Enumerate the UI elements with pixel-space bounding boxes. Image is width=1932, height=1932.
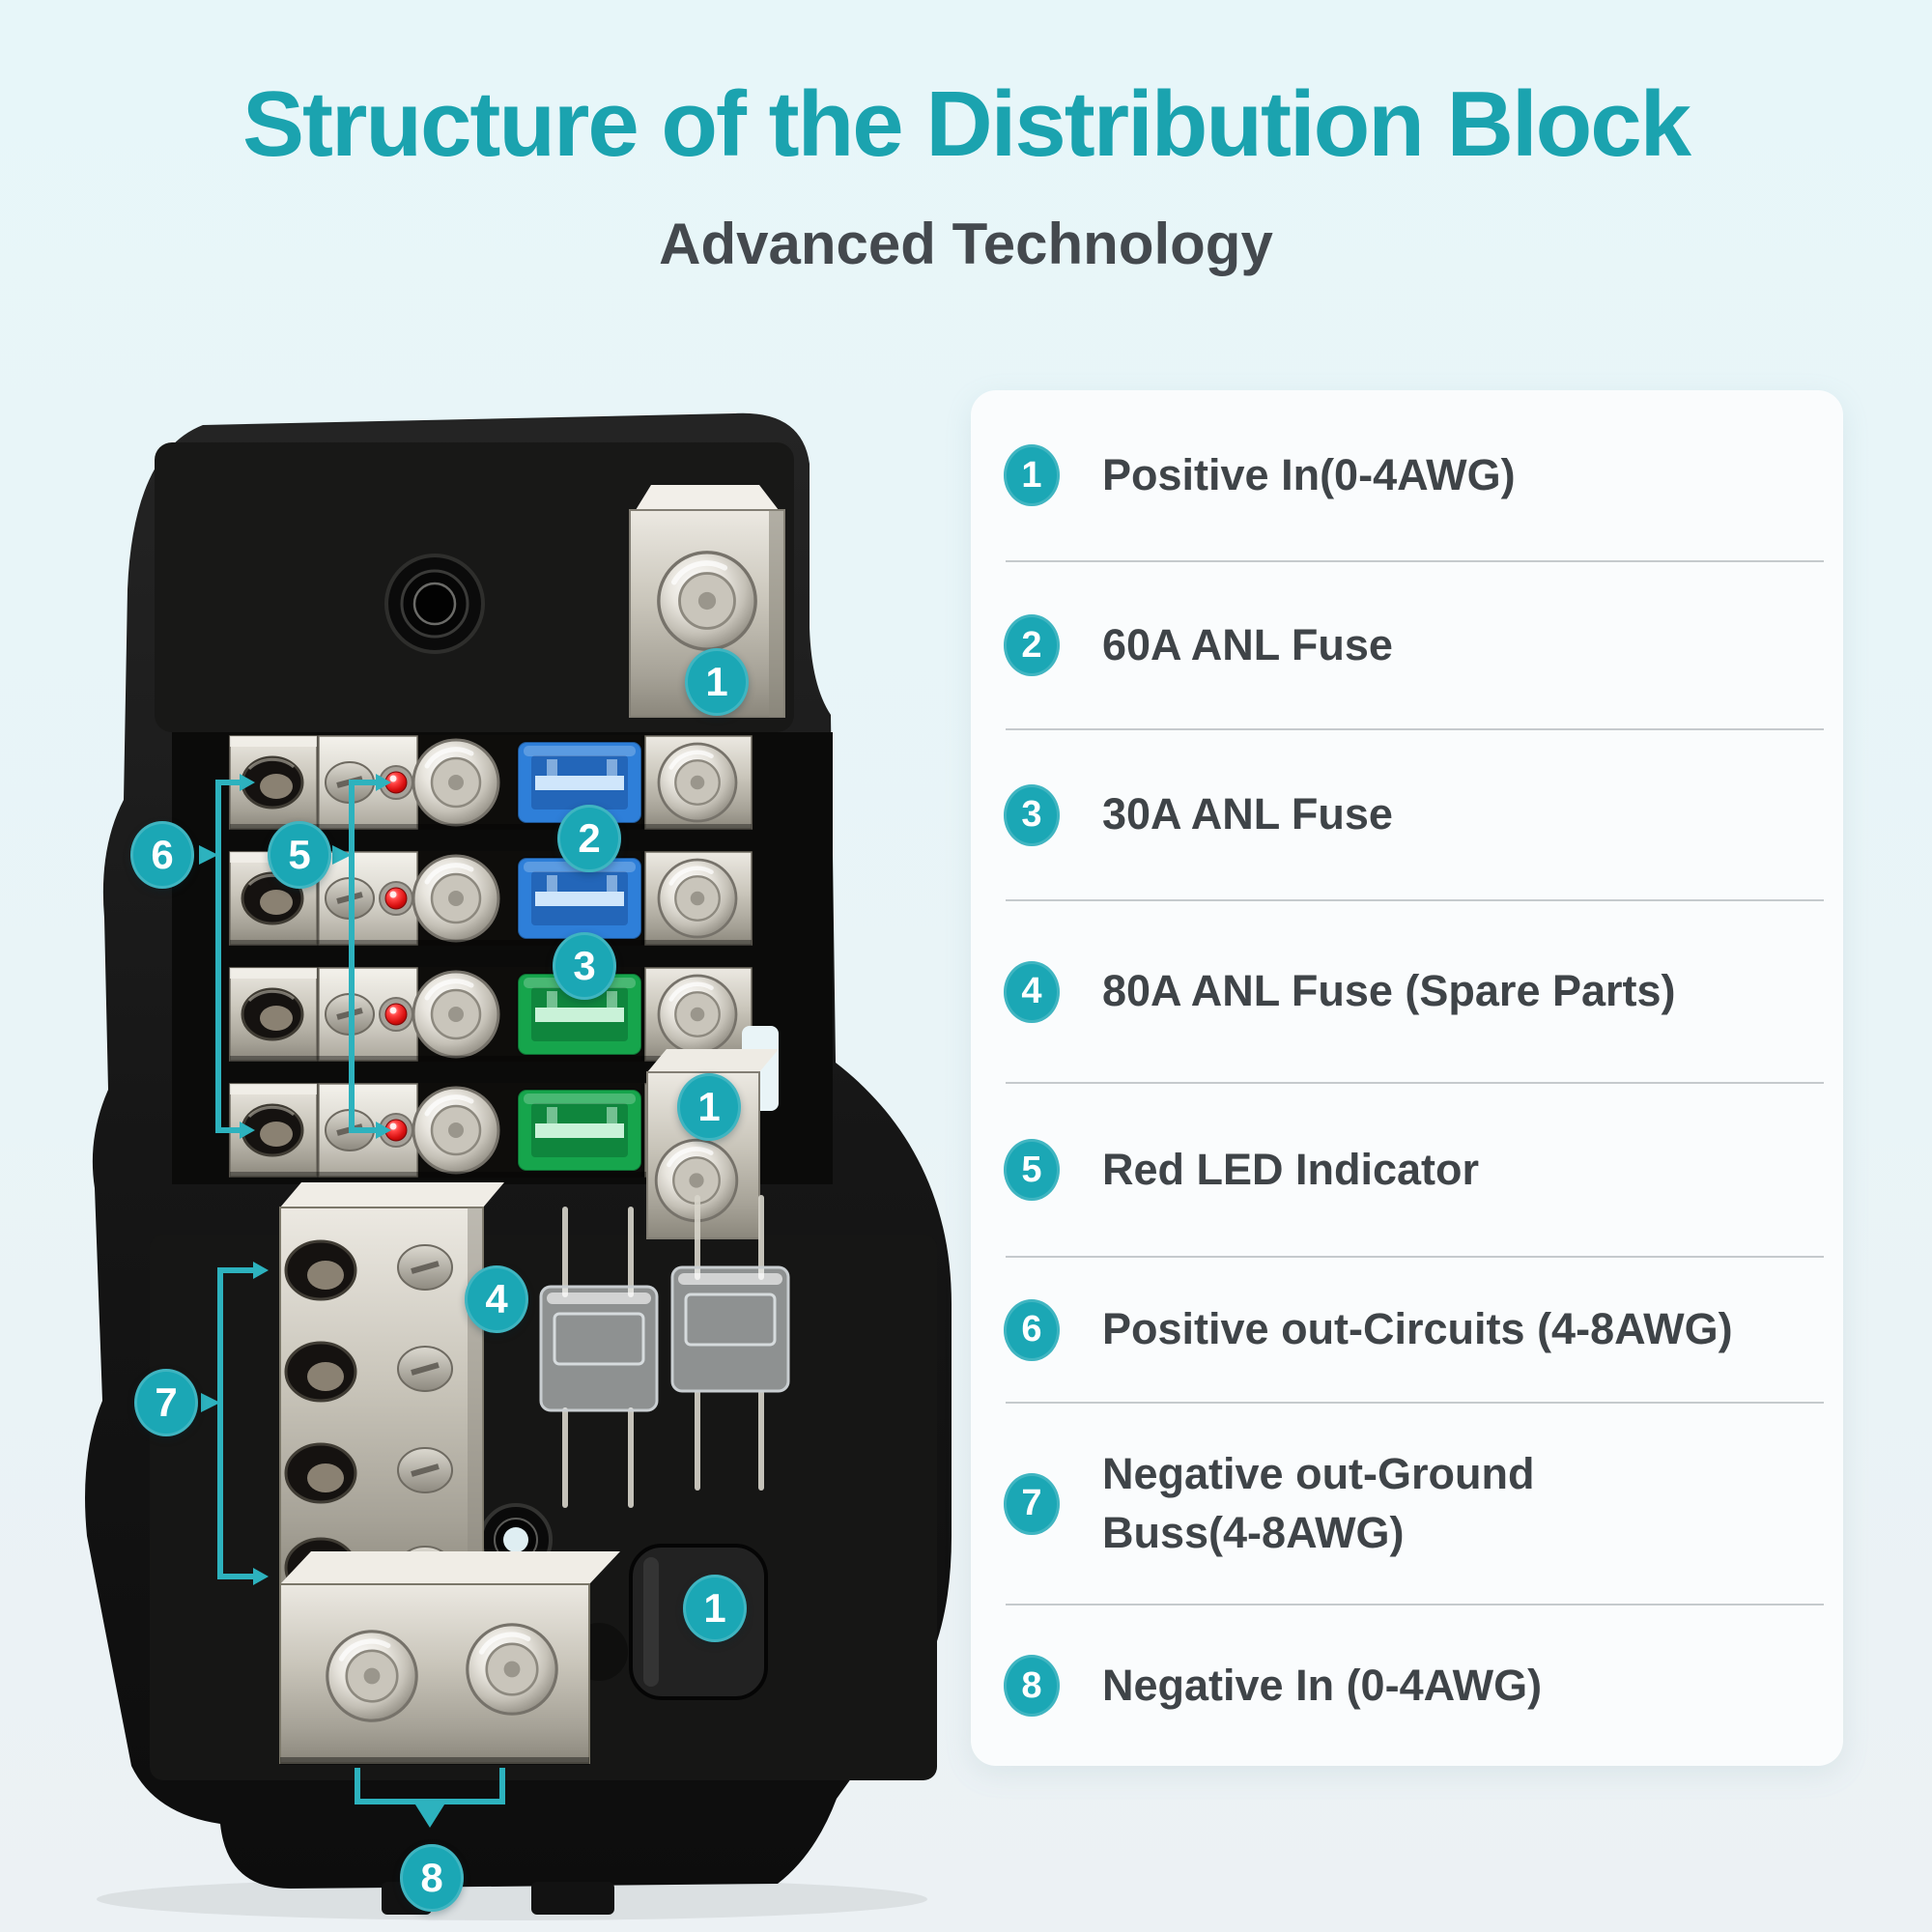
bracket-ground-bus: [201, 1262, 269, 1585]
legend-item-positive-out: 6 Positive out-Circuits (4-8AWG): [971, 1258, 1843, 1402]
legend-item-label: Red LED Indicator: [1102, 1144, 1480, 1194]
legend-card: 1 Positive In(0-4AWG) 2 60A ANL Fuse 3 3…: [971, 390, 1843, 1766]
product-diagram: [58, 396, 976, 1922]
legend-divider: [1006, 728, 1824, 730]
callout-badge-30a-fuse: 3: [553, 932, 616, 1000]
legend-number-badge: 1: [1004, 444, 1060, 506]
legend-number-badge: 3: [1004, 783, 1060, 846]
legend-item-label: 30A ANL Fuse: [1102, 789, 1393, 839]
callout-badge-60a-fuse: 2: [557, 805, 621, 872]
callout-badge-led: 5: [268, 821, 331, 889]
spare-fuses: [539, 1195, 790, 1508]
legend-item-label: 80A ANL Fuse (Spare Parts): [1102, 966, 1676, 1016]
mounting-hole-top: [384, 554, 485, 654]
callout-badge-ground-bus: 7: [134, 1369, 198, 1436]
legend-item-label: Positive out-Circuits (4-8AWG): [1102, 1304, 1733, 1354]
bracket-positive-out: [199, 774, 255, 1139]
legend-number-badge: 5: [1004, 1139, 1060, 1201]
legend-number-badge: 6: [1004, 1298, 1060, 1361]
page-title: Structure of the Distribution Block: [242, 72, 1691, 176]
legend-number-badge: 4: [1004, 960, 1060, 1023]
legend-item-negative-in: 8 Negative In (0-4AWG): [971, 1605, 1843, 1766]
page-subtitle: Advanced Technology: [659, 212, 1273, 276]
legend-item-60a-fuse: 2 60A ANL Fuse: [971, 562, 1843, 728]
fuse-row-1-60a: [228, 735, 753, 830]
legend-divider: [1006, 1604, 1824, 1605]
legend-item-label-line2: Buss(4-8AWG): [1102, 1507, 1405, 1557]
legend-divider: [1006, 1256, 1824, 1258]
legend-item-label: 60A ANL Fuse: [1102, 619, 1393, 669]
legend-item-negative-out: 7 Negative out-Ground Buss(4-8AWG): [971, 1404, 1843, 1604]
legend-number-badge: 2: [1004, 614, 1060, 676]
legend-item-positive-in: 1 Positive In(0-4AWG): [971, 390, 1843, 560]
legend-item-label: Positive In(0-4AWG): [1102, 449, 1516, 499]
legend-item-label: Negative In (0-4AWG): [1102, 1660, 1543, 1710]
bracket-led: [332, 774, 391, 1139]
callout-badge-positive-out: 6: [130, 821, 194, 889]
bracket-negative-in: [355, 1768, 505, 1828]
callout-badge-positive-in-top: 1: [685, 648, 749, 716]
distribution-block-photo: [85, 412, 952, 1920]
legend-divider: [1006, 1082, 1824, 1084]
legend-item-30a-fuse: 3 30A ANL Fuse: [971, 730, 1843, 899]
legend-divider: [1006, 899, 1824, 901]
terminal-positive-in-top: [629, 485, 785, 718]
product-shadow: [97, 1878, 927, 1920]
fuse-row-3-30a: [228, 967, 753, 1062]
legend-item-led: 5 Red LED Indicator: [971, 1084, 1843, 1256]
legend-number-badge: 7: [1004, 1472, 1060, 1535]
callout-brackets: [199, 774, 505, 1828]
legend-number-badge: 8: [1004, 1655, 1060, 1717]
legend-item-label: Negative out-Ground Buss(4-8AWG): [1102, 1445, 1535, 1563]
callout-badge-positive-in-bot: 1: [683, 1575, 747, 1642]
legend-item-80a-fuse: 4 80A ANL Fuse (Spare Parts): [971, 901, 1843, 1082]
legend-divider: [1006, 560, 1824, 562]
ground-bus-bar: [279, 1182, 620, 1765]
callout-badge-spare-fuse: 4: [465, 1265, 528, 1333]
legend-item-label-line1: Negative out-Ground: [1102, 1448, 1535, 1498]
bottom-tab: [531, 1882, 614, 1915]
legend-divider: [1006, 1402, 1824, 1404]
callout-badge-positive-in-mid: 1: [677, 1073, 741, 1141]
callout-badge-negative-in: 8: [400, 1844, 464, 1912]
